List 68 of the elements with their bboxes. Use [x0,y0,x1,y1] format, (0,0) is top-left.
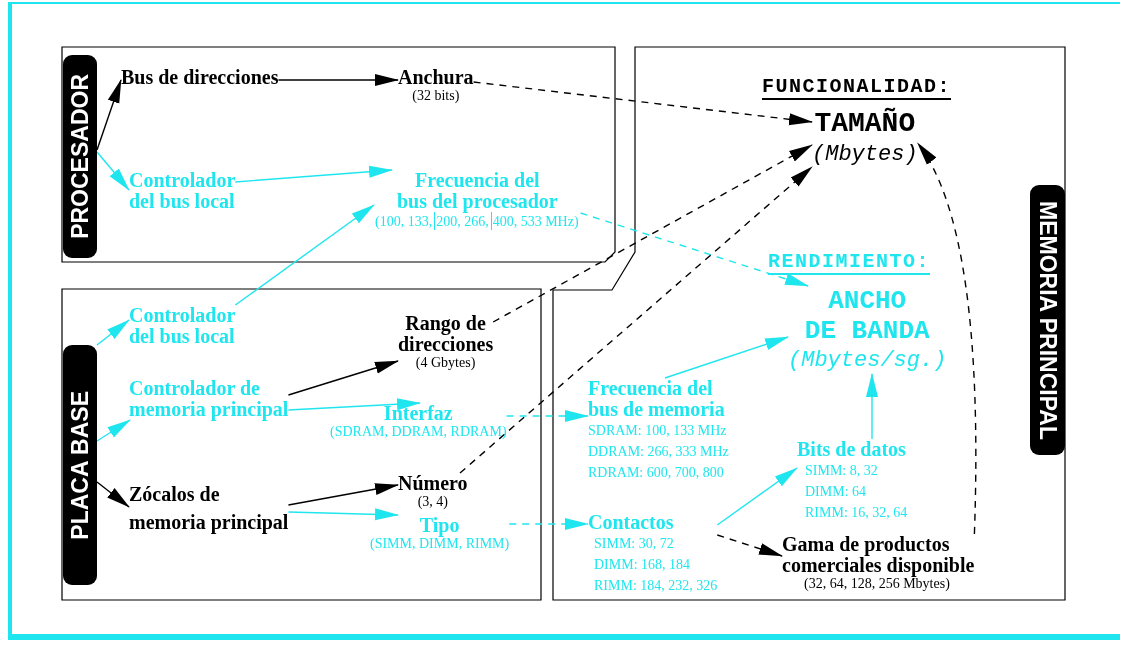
node-detail: SIMM: 30, 72 [593,535,675,553]
node-detail: (SIMM, DIMM, RIMM) [370,536,510,552]
dashed-arrow [508,518,589,530]
node-detail: (32, 64, 128, 256 Mbytes) [803,576,950,592]
node-title: TAMAÑO [813,108,917,140]
node-detail: SDRAM: 100, 133 MHz [588,422,728,440]
node-title: Gama de productos comerciales disponible [782,534,975,576]
node-title: Número [398,473,468,494]
node-title: ANCHO DE BANDA [803,286,931,346]
section-tab [63,55,97,258]
arrow [96,481,130,508]
dashed-arrow [505,410,589,422]
node-title: Controlador de memoria principal [129,378,289,420]
arrow [287,360,399,396]
node-detail: (100, 133, [374,213,434,230]
dashed-arrow [716,534,783,557]
arrow [287,508,399,521]
arrow [287,398,421,411]
node-detail: (Mbytes/sg.) [788,348,947,374]
node-title: Anchura [398,67,474,88]
section-tab [63,345,97,585]
node-title: Zócalos de memoria principal [129,482,289,536]
node-detail: (SDRAM, DDRAM, RDRAM) [330,424,507,440]
node-detail: (4 Gbytes) [414,355,477,371]
node-title: Controlador del bus local [129,305,236,347]
node-title: Frecuencia del bus del procesador [395,170,559,212]
node-detail: SIMM: 8, 32 [804,462,879,480]
node-title: Interfaz [382,403,454,424]
node-detail: DDRAM: 266, 333 MHz [588,443,729,461]
arrow [277,74,399,86]
arrow [234,204,375,306]
dashed-arrow [916,142,977,535]
arrow [664,336,789,379]
node-detail: (3, 4) [416,494,449,510]
arrow [716,467,798,526]
section-tab [1030,185,1065,455]
node-title: Frecuencia del bus de memoria [588,378,726,420]
node-title: Contactos [588,512,675,533]
dashed-arrow [472,81,813,126]
node-detail: (Mbytes) [812,142,918,168]
node-title: Bits de datos [797,439,907,460]
arrow [96,419,131,442]
node-detail: 200, 266, [434,212,491,230]
node-title: Tipo [418,515,461,536]
dashed-arrow [492,144,813,323]
node-detail: RDRAM: 600, 700, 800 [588,464,725,482]
section-label: PROCESADOR [66,74,94,239]
section-label: MEMORIA PRINCIPAL [1034,200,1061,440]
arrow [96,79,122,151]
node-title: Controlador del bus local [129,170,236,212]
node-detail: DIMM: 64 [804,483,868,501]
arrow [96,319,130,346]
node-detail: RIMM: 16, 32, 64 [804,504,908,522]
node-detail: (32 bits) [411,88,461,104]
node-detail: DIMM: 168, 184 [593,556,692,574]
arrow [866,373,878,440]
section-heading: RENDIMIENTO: [768,251,931,275]
arrow [234,165,393,183]
node-detail: 400, 533 MHz) [490,212,581,230]
dashed-arrow [579,212,809,287]
dashed-arrow [459,166,813,474]
node-detail: RIMM: 184, 232, 326 [593,577,718,595]
section-label: PLACA BASE [66,390,94,540]
section-heading: FUNCIONALIDAD: [762,76,952,100]
arrow [96,151,130,191]
node-title: Bus de direcciones [121,67,279,88]
arrow [287,483,399,506]
node-title: Rango de direcciones [398,313,494,355]
